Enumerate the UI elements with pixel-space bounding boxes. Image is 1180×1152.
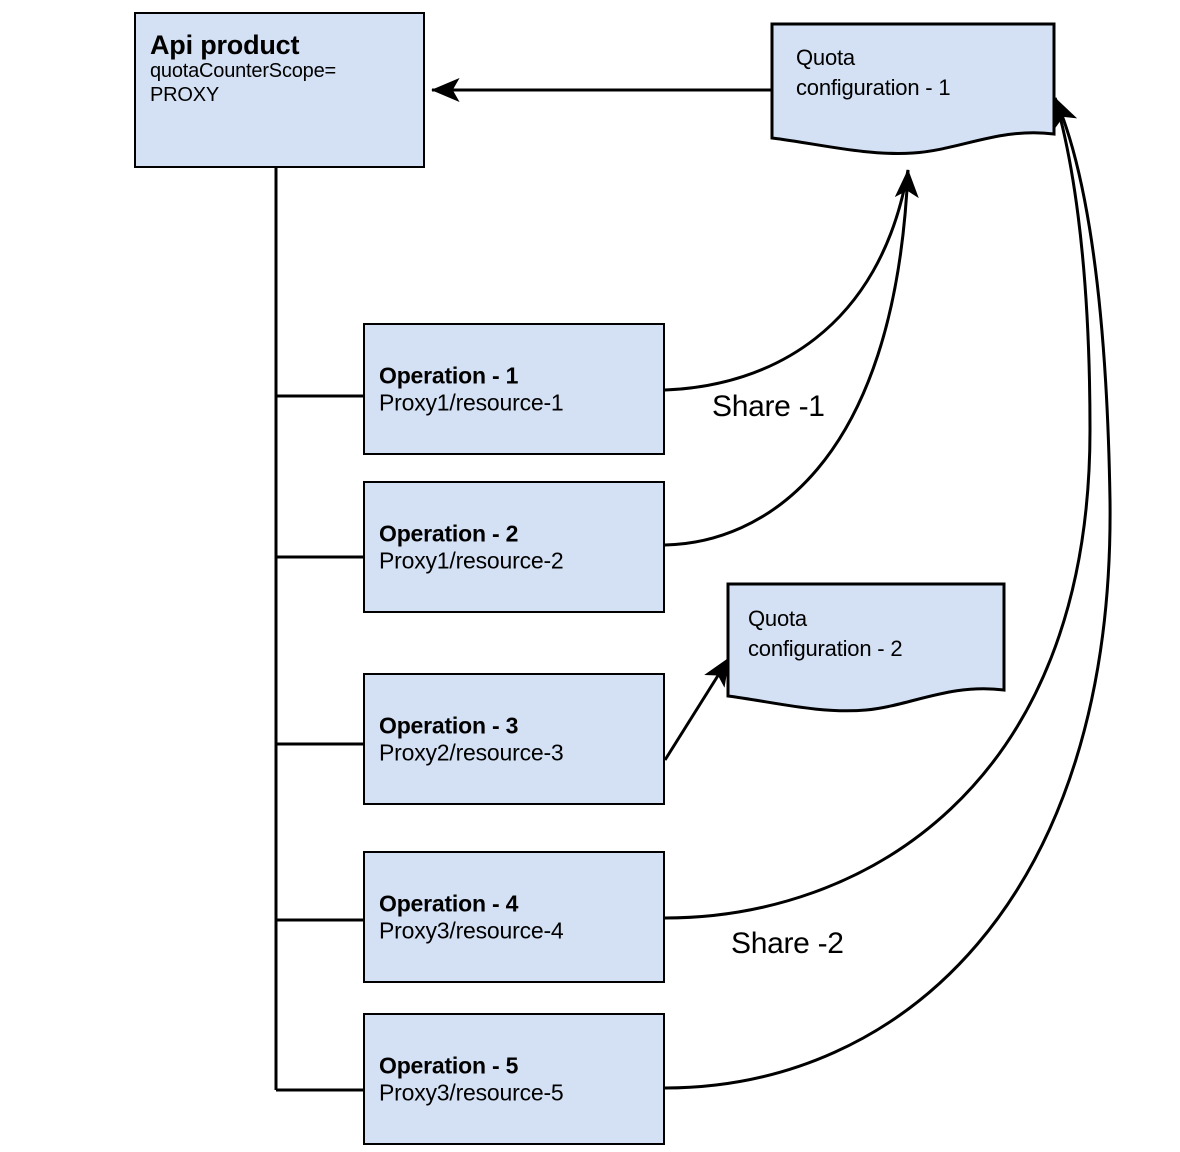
arrow-operation-4-to-quota-config-1 xyxy=(664,97,1092,920)
operation-1-title: Operation - 1 xyxy=(379,362,519,389)
api-product-attribute-line-1: quotaCounterScope= xyxy=(150,60,336,83)
operation-2-path: Proxy1/resource-2 xyxy=(379,547,564,573)
tree-connector-api-product-to-operations xyxy=(274,168,363,1092)
node-operation-5[interactable]: Operation - 5 Proxy3/resource-5 xyxy=(363,1013,665,1145)
arrow-operation-5-to-quota-config-1 xyxy=(664,97,1112,1090)
operation-5-path: Proxy3/resource-5 xyxy=(379,1079,564,1105)
operation-1-path: Proxy1/resource-1 xyxy=(379,389,564,415)
edge-label-share-1: Share -1 xyxy=(712,390,825,423)
api-product-title: Api product xyxy=(150,30,300,60)
api-product-attribute-line-2: PROXY xyxy=(150,83,220,106)
node-quota-configuration-2[interactable]: Quota configuration - 2 xyxy=(726,582,1006,716)
node-api-product[interactable]: Api product quotaCounterScope= PROXY xyxy=(134,12,425,168)
operation-4-title: Operation - 4 xyxy=(379,890,519,917)
operation-3-title: Operation - 3 xyxy=(379,712,519,739)
operation-3-path: Proxy2/resource-3 xyxy=(379,739,564,765)
arrow-operation-1-to-quota-config-1 xyxy=(664,169,910,392)
quota-config-1-line-2: configuration - 1 xyxy=(796,75,951,100)
operation-4-path: Proxy3/resource-4 xyxy=(379,917,564,943)
edge-label-share-2: Share -2 xyxy=(731,927,844,960)
node-quota-configuration-1[interactable]: Quota configuration - 1 xyxy=(770,22,1056,158)
quota-config-2-line-1: Quota xyxy=(748,606,807,631)
quota-config-2-shape xyxy=(726,582,1006,713)
quota-config-1-line-1: Quota xyxy=(796,45,855,70)
arrow-operation-3-to-quota-config-2 xyxy=(663,657,731,761)
arrow-operation-2-to-quota-config-1 xyxy=(664,169,919,547)
node-operation-4[interactable]: Operation - 4 Proxy3/resource-4 xyxy=(363,851,665,983)
node-operation-1[interactable]: Operation - 1 Proxy1/resource-1 xyxy=(363,323,665,455)
quota-config-1-shape xyxy=(770,22,1056,155)
operation-5-title: Operation - 5 xyxy=(379,1052,519,1079)
node-operation-2[interactable]: Operation - 2 Proxy1/resource-2 xyxy=(363,481,665,613)
operation-2-title: Operation - 2 xyxy=(379,520,519,547)
quota-config-2-line-2: configuration - 2 xyxy=(748,636,903,661)
node-operation-3[interactable]: Operation - 3 Proxy2/resource-3 xyxy=(363,673,665,805)
